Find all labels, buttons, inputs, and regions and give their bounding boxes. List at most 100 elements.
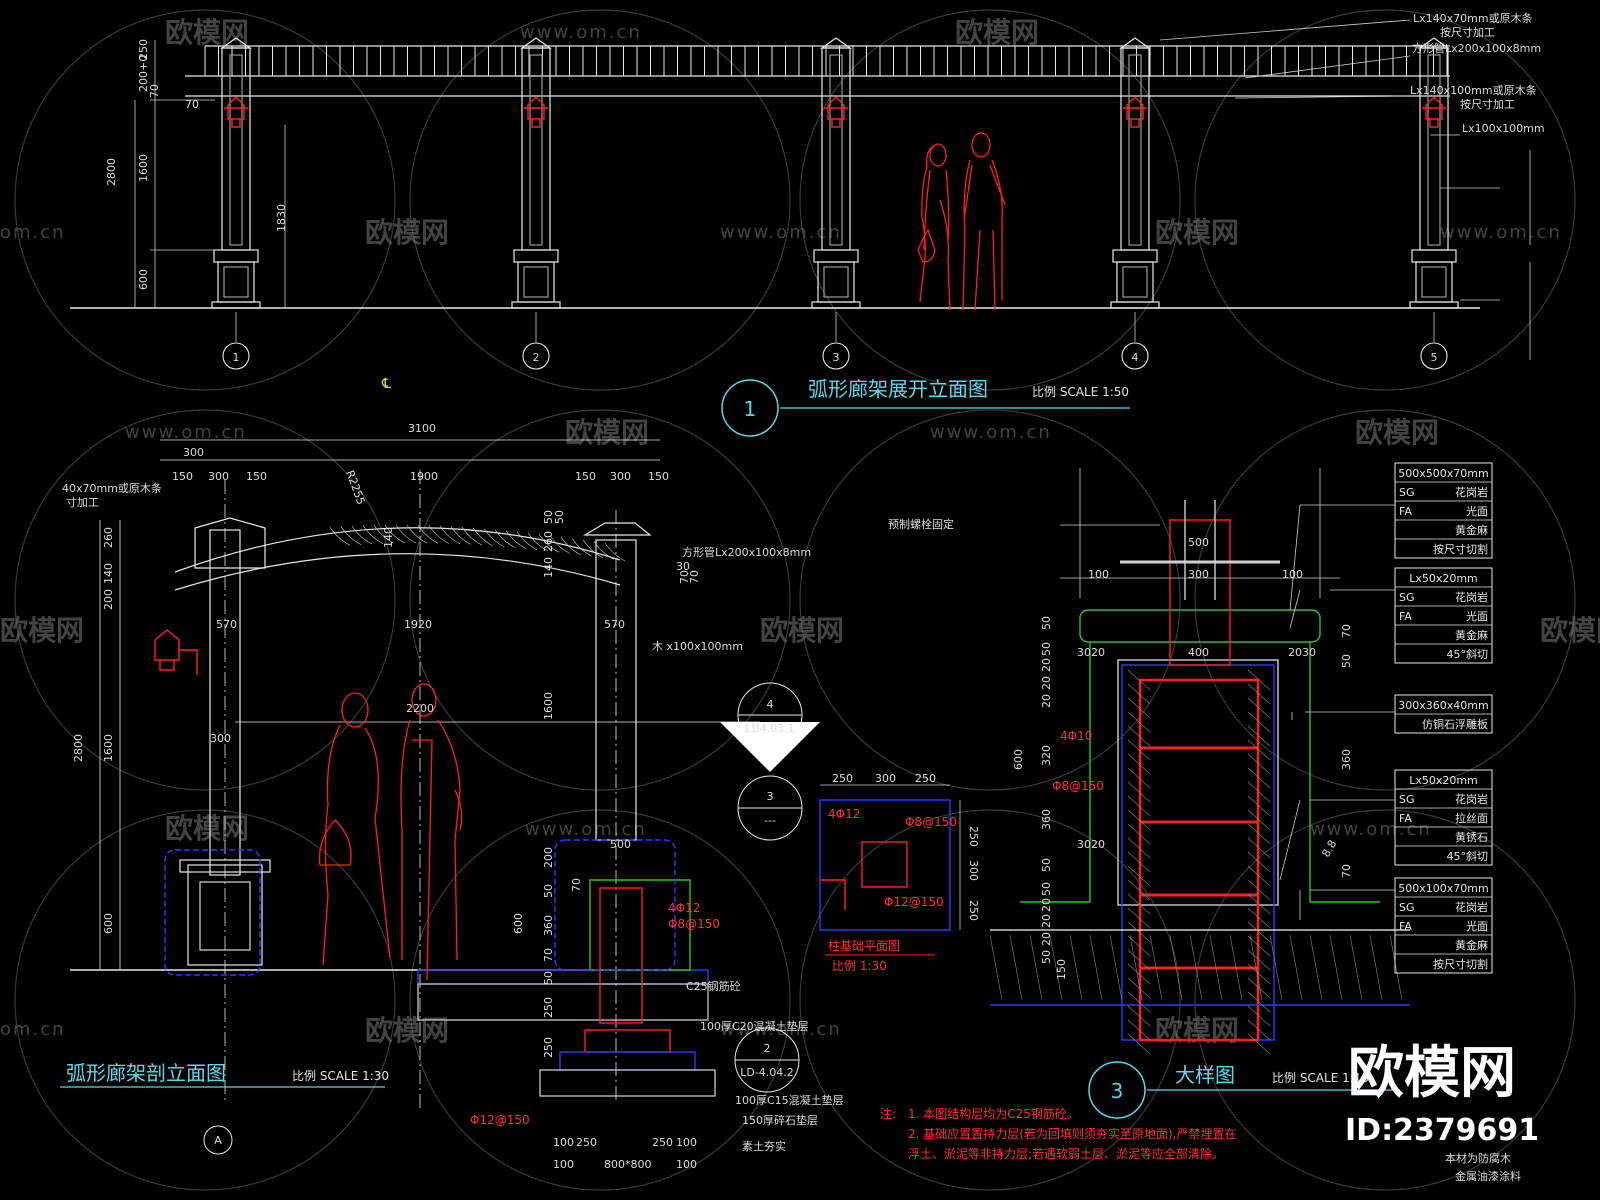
- section-title: 弧形廊架剖立面图: [66, 1061, 226, 1085]
- svg-text:方形管Lx200x100x8mm: 方形管Lx200x100x8mm: [682, 545, 811, 559]
- svg-text:140: 140: [102, 563, 115, 584]
- table-cell: 仿铜石浮雕板: [1422, 717, 1488, 731]
- elevation-dim-labels: 250 200+0 70 70 2800 1600 600 1830 Lx140…: [105, 11, 1545, 392]
- table-cell: 45°斜切: [1447, 648, 1489, 661]
- callout-2-num: 2: [764, 1042, 771, 1055]
- svg-text:20: 20: [1040, 694, 1053, 708]
- section-drawing: [70, 439, 760, 1110]
- section-dim-labels: 3100 300 150 300 150 1900 150 300 150 R2…: [62, 422, 844, 1171]
- svg-text:150: 150: [575, 470, 596, 483]
- watermark-url: www.om.cn: [125, 422, 247, 443]
- watermark-brand: 欧模网: [955, 16, 1039, 49]
- table-cell: 花岗岩: [1455, 900, 1488, 914]
- table-cell: 光面: [1466, 609, 1488, 623]
- svg-text:250: 250: [542, 997, 555, 1018]
- table-title: 500x500x70mm: [1398, 467, 1488, 480]
- svg-text:1. 本图结构层均为C25钢筋砼。: 1. 本图结构层均为C25钢筋砼。: [908, 1106, 1079, 1121]
- section-lamp: [154, 629, 198, 675]
- svg-text:70: 70: [542, 948, 555, 962]
- axis-bubble: [522, 342, 550, 370]
- watermark-url: www.om.cn: [720, 1019, 842, 1040]
- svg-text:250: 250: [137, 39, 150, 60]
- svg-text:70: 70: [148, 84, 161, 98]
- svg-text:50: 50: [1340, 654, 1353, 668]
- watermark-url: www.om.cn: [520, 22, 642, 43]
- watermark-brand: 欧模网: [1540, 614, 1600, 647]
- watermark-brand: 欧模网: [760, 614, 844, 647]
- detail-title-block: 3 大样图 比例 SCALE 1:10: [1088, 1061, 1400, 1119]
- svg-text:Φ8@150: Φ8@150: [668, 917, 720, 931]
- axis-bubble: [822, 342, 850, 370]
- svg-text:1600: 1600: [137, 154, 150, 182]
- elevation-drawing: [70, 37, 1480, 309]
- svg-text:4Φ12: 4Φ12: [828, 807, 860, 821]
- column: [1409, 37, 1459, 309]
- table-cell: 黄锈石: [1455, 830, 1488, 844]
- table-title: 500x100x70mm: [1398, 882, 1488, 895]
- table-cell: 花岗岩: [1455, 792, 1488, 806]
- svg-text:1920: 1920: [404, 618, 432, 631]
- svg-text:C25钢筋砼: C25钢筋砼: [686, 979, 741, 993]
- svg-text:800*800: 800*800: [604, 1158, 652, 1171]
- svg-text:300: 300: [967, 860, 980, 881]
- svg-text:250: 250: [967, 900, 980, 921]
- table-cell: 光面: [1466, 919, 1488, 933]
- svg-text:300: 300: [183, 446, 204, 459]
- watermark-url: www.om.cn: [930, 422, 1052, 443]
- elevation-scale: 比例 SCALE 1:50: [1032, 385, 1129, 399]
- watermark-brand: 欧模网: [1355, 416, 1439, 449]
- detail-scale: 比例 SCALE 1:10: [1272, 1071, 1369, 1085]
- svg-text:方形管Lx200x100x8mm: 方形管Lx200x100x8mm: [1412, 41, 1541, 55]
- svg-text:20: 20: [1040, 914, 1053, 928]
- callouts: 4 LD4.03.1 3 --- 2 LD-4.04.2 A: [203, 682, 820, 1155]
- svg-text:20: 20: [1040, 898, 1053, 912]
- svg-text:500: 500: [1188, 536, 1209, 549]
- callout-4-num: 4: [767, 698, 774, 711]
- svg-text:140: 140: [382, 527, 395, 548]
- elevation-badge: 1: [744, 397, 757, 421]
- svg-text:Φ12@150: Φ12@150: [884, 895, 944, 909]
- svg-text:2800: 2800: [105, 158, 118, 186]
- axis-bubble: [1420, 342, 1448, 370]
- axis-label: 1: [233, 351, 240, 364]
- svg-text:50: 50: [542, 971, 555, 985]
- detail-hatch: [989, 669, 1403, 1055]
- table-cell: 按尺寸切割: [1433, 542, 1488, 556]
- svg-text:2200: 2200: [406, 702, 434, 715]
- table-cell: 花岗岩: [1455, 485, 1488, 499]
- callout-2-ref: LD-4.04.2: [740, 1066, 794, 1079]
- detail-labels: 预制螺栓固定 500 300 100 100 400 3020 2030 302…: [888, 517, 1353, 980]
- table-code: FA: [1399, 812, 1412, 825]
- watermark-url: www.om.cn: [1440, 222, 1562, 243]
- watermark-brand: 欧模网: [0, 614, 84, 647]
- watermark-brand: 欧模网: [1155, 216, 1239, 249]
- svg-text:260: 260: [542, 531, 555, 552]
- table-code: SG: [1399, 486, 1415, 499]
- svg-text:360: 360: [542, 915, 555, 936]
- watermark-url: om.cn: [0, 1019, 66, 1040]
- notes-block: 注: 1. 本图结构层均为C25钢筋砼。 2. 基础应置置持力层(若为回填则须夯…: [880, 1106, 1521, 1183]
- svg-text:70: 70: [185, 98, 199, 111]
- svg-text:300: 300: [875, 772, 896, 785]
- axis-label: 5: [1431, 351, 1438, 364]
- svg-text:360: 360: [1340, 749, 1353, 770]
- svg-text:预制螺栓固定: 预制螺栓固定: [888, 517, 954, 531]
- svg-text:250: 250: [542, 1037, 555, 1058]
- svg-text:100厚C20混凝土垫层: 100厚C20混凝土垫层: [700, 1019, 809, 1033]
- arch-wood-hatch: [329, 524, 626, 562]
- svg-text:2800: 2800: [72, 734, 85, 762]
- section-axis: A: [214, 1134, 222, 1147]
- elevation-title: 弧形廊架展开立面图: [808, 377, 988, 401]
- elevation-lamps: [224, 96, 1446, 128]
- svg-text:20: 20: [1040, 932, 1053, 946]
- wall-lamp-icon: [1123, 96, 1147, 128]
- svg-text:3020: 3020: [1077, 646, 1105, 659]
- svg-text:260: 260: [102, 527, 115, 548]
- watermark-url: www.om.cn: [720, 222, 842, 243]
- svg-text:20: 20: [1040, 676, 1053, 690]
- svg-text:30: 30: [676, 560, 690, 573]
